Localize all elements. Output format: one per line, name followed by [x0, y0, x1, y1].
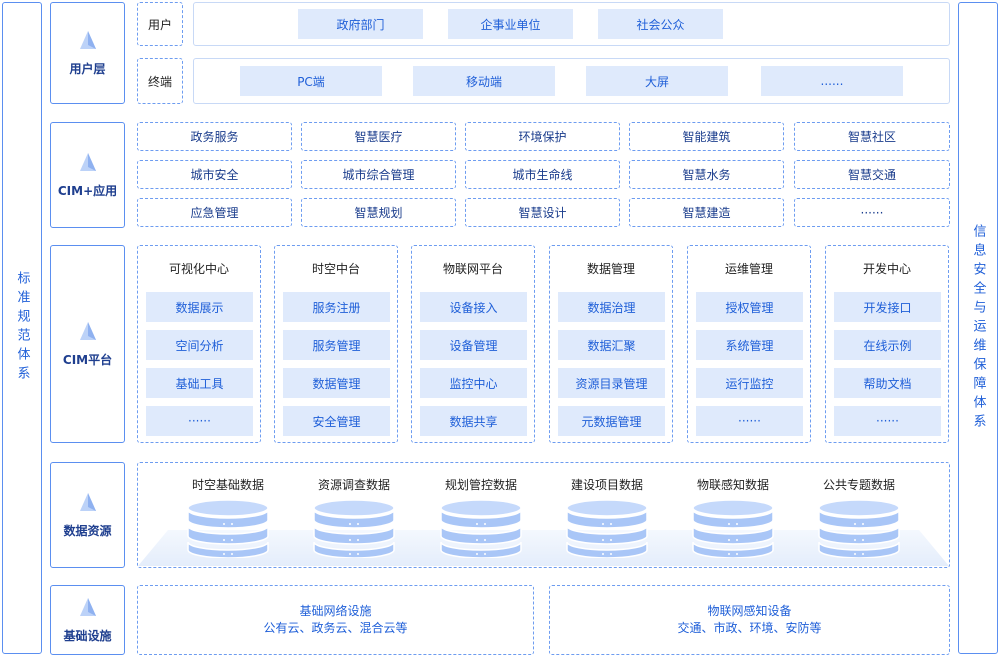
app-tile: 应急管理: [137, 198, 292, 227]
platform-item: 数据管理: [283, 368, 390, 398]
infrastructure-network: 基础网络设施 公有云、政务云、混合云等: [137, 585, 534, 655]
layer-cim-platform: CIM平台: [50, 245, 125, 443]
app-tile: 智慧建造: [629, 198, 784, 227]
data-resource-label: 资源调查数据: [317, 477, 390, 492]
platform-item: 资源目录管理: [558, 368, 665, 398]
platform-panel-title: 可视化中心: [168, 261, 229, 276]
database-icon: [187, 499, 269, 558]
pyramid-icon: [79, 152, 96, 171]
platform-panel: [411, 245, 535, 443]
database-icon: [692, 499, 774, 558]
platform-item: ······: [696, 406, 803, 436]
database-icon: [313, 499, 395, 558]
data-resources-panel: [137, 462, 950, 568]
pyramid-icon: [79, 30, 96, 49]
platform-item: 运行监控: [696, 368, 803, 398]
data-resource-label: 物联感知数据: [696, 477, 769, 492]
data-resource-label: 建设项目数据: [570, 477, 643, 492]
app-tile: 政务服务: [137, 122, 292, 151]
data-resource-label: 规划管控数据: [444, 477, 517, 492]
database-icon: [440, 499, 522, 558]
layer-user-label: 用户层: [69, 61, 106, 76]
app-tile: 城市安全: [137, 160, 292, 189]
platform-panel: [549, 245, 673, 443]
pyramid-icon: [79, 321, 96, 340]
platform-item: 设备管理: [420, 330, 527, 360]
platform-item: 开发接口: [834, 292, 941, 322]
users-row: [193, 2, 950, 46]
platform-item: 服务注册: [283, 292, 390, 322]
app-tile: 智慧医疗: [301, 122, 456, 151]
layer-cim-app-label: CIM+应用: [57, 183, 118, 198]
standards-system-bar: 标准规范体系: [2, 2, 42, 654]
data-resource-label: 时空基础数据: [191, 477, 264, 492]
users-label-box: 用户: [137, 2, 183, 46]
terminal-tile: 大屏: [586, 66, 728, 96]
user-tile: 企事业单位: [448, 9, 573, 39]
app-tile: ······: [794, 198, 950, 227]
user-tile: 政府部门: [298, 9, 423, 39]
infrastructure-iot: 物联网感知设备 交通、市政、环境、安防等: [549, 585, 950, 655]
user-tile: 社会公众: [598, 9, 723, 39]
app-tile: 环境保护: [465, 122, 620, 151]
data-resource-label: 公共专题数据: [822, 477, 895, 492]
platform-panel-title: 运维管理: [724, 261, 773, 276]
platform-panel: [274, 245, 398, 443]
layer-cim-platform-label: CIM平台: [62, 352, 113, 367]
platform-item: 基础工具: [146, 368, 253, 398]
infrastructure-network-detail: 公有云、政务云、混合云等: [263, 621, 408, 635]
app-tile: 智慧规划: [301, 198, 456, 227]
platform-panel: [687, 245, 811, 443]
database-icon: [566, 499, 648, 558]
app-tile: 智慧社区: [794, 122, 950, 151]
layer-cim-app: CIM+应用: [50, 122, 125, 228]
platform-panel-title: 数据管理: [586, 261, 635, 276]
app-tile: 智慧设计: [465, 198, 620, 227]
app-tile: 智能建筑: [629, 122, 784, 151]
platform-item: 数据展示: [146, 292, 253, 322]
pyramid-icon: [79, 492, 96, 511]
layer-data-resources-label: 数据资源: [63, 523, 112, 538]
platform-item: 空间分析: [146, 330, 253, 360]
infrastructure-iot-detail: 交通、市政、环境、安防等: [677, 621, 822, 635]
platform-item: 帮助文档: [834, 368, 941, 398]
layer-data-resources: 数据资源: [50, 462, 125, 568]
platform-panel-title: 时空中台: [311, 261, 360, 276]
app-tile: 城市生命线: [465, 160, 620, 189]
terminals-label-box: 终端: [137, 58, 183, 104]
platform-item: 系统管理: [696, 330, 803, 360]
platform-panel-title: 物联网平台: [442, 261, 503, 276]
terminal-tile: 移动端: [413, 66, 555, 96]
platform-item: 数据汇聚: [558, 330, 665, 360]
layer-infrastructure-label: 基础设施: [63, 628, 112, 643]
infrastructure-network-title: 基础网络设施: [299, 604, 372, 618]
platform-item: 在线示例: [834, 330, 941, 360]
platform-item: 数据共享: [420, 406, 527, 436]
app-tile: 智慧交通: [794, 160, 950, 189]
infrastructure-iot-title: 物联网感知设备: [707, 604, 792, 618]
platform-item: ······: [146, 406, 253, 436]
terminals-row: [193, 58, 950, 104]
app-tile: 智慧水务: [629, 160, 784, 189]
platform-item: 安全管理: [283, 406, 390, 436]
security-ops-system-bar: 信息安全与运维保障体系: [958, 2, 998, 654]
platform-panel: [137, 245, 261, 443]
platform-item: 设备接入: [420, 292, 527, 322]
platform-item: 数据治理: [558, 292, 665, 322]
platform-item: 监控中心: [420, 368, 527, 398]
terminal-tile: ......: [761, 66, 903, 96]
terminal-tile: PC端: [240, 66, 382, 96]
platform-item: 元数据管理: [558, 406, 665, 436]
layer-user: 用户层: [50, 2, 125, 104]
platform-item: 服务管理: [283, 330, 390, 360]
platform-panel-title: 开发中心: [862, 261, 911, 276]
platform-panel: [825, 245, 949, 443]
layer-infrastructure: 基础设施: [50, 585, 125, 655]
platform-item: ······: [834, 406, 941, 436]
platform-item: 授权管理: [696, 292, 803, 322]
database-icon: [818, 499, 900, 558]
pyramid-icon: [79, 597, 96, 616]
app-tile: 城市综合管理: [301, 160, 456, 189]
